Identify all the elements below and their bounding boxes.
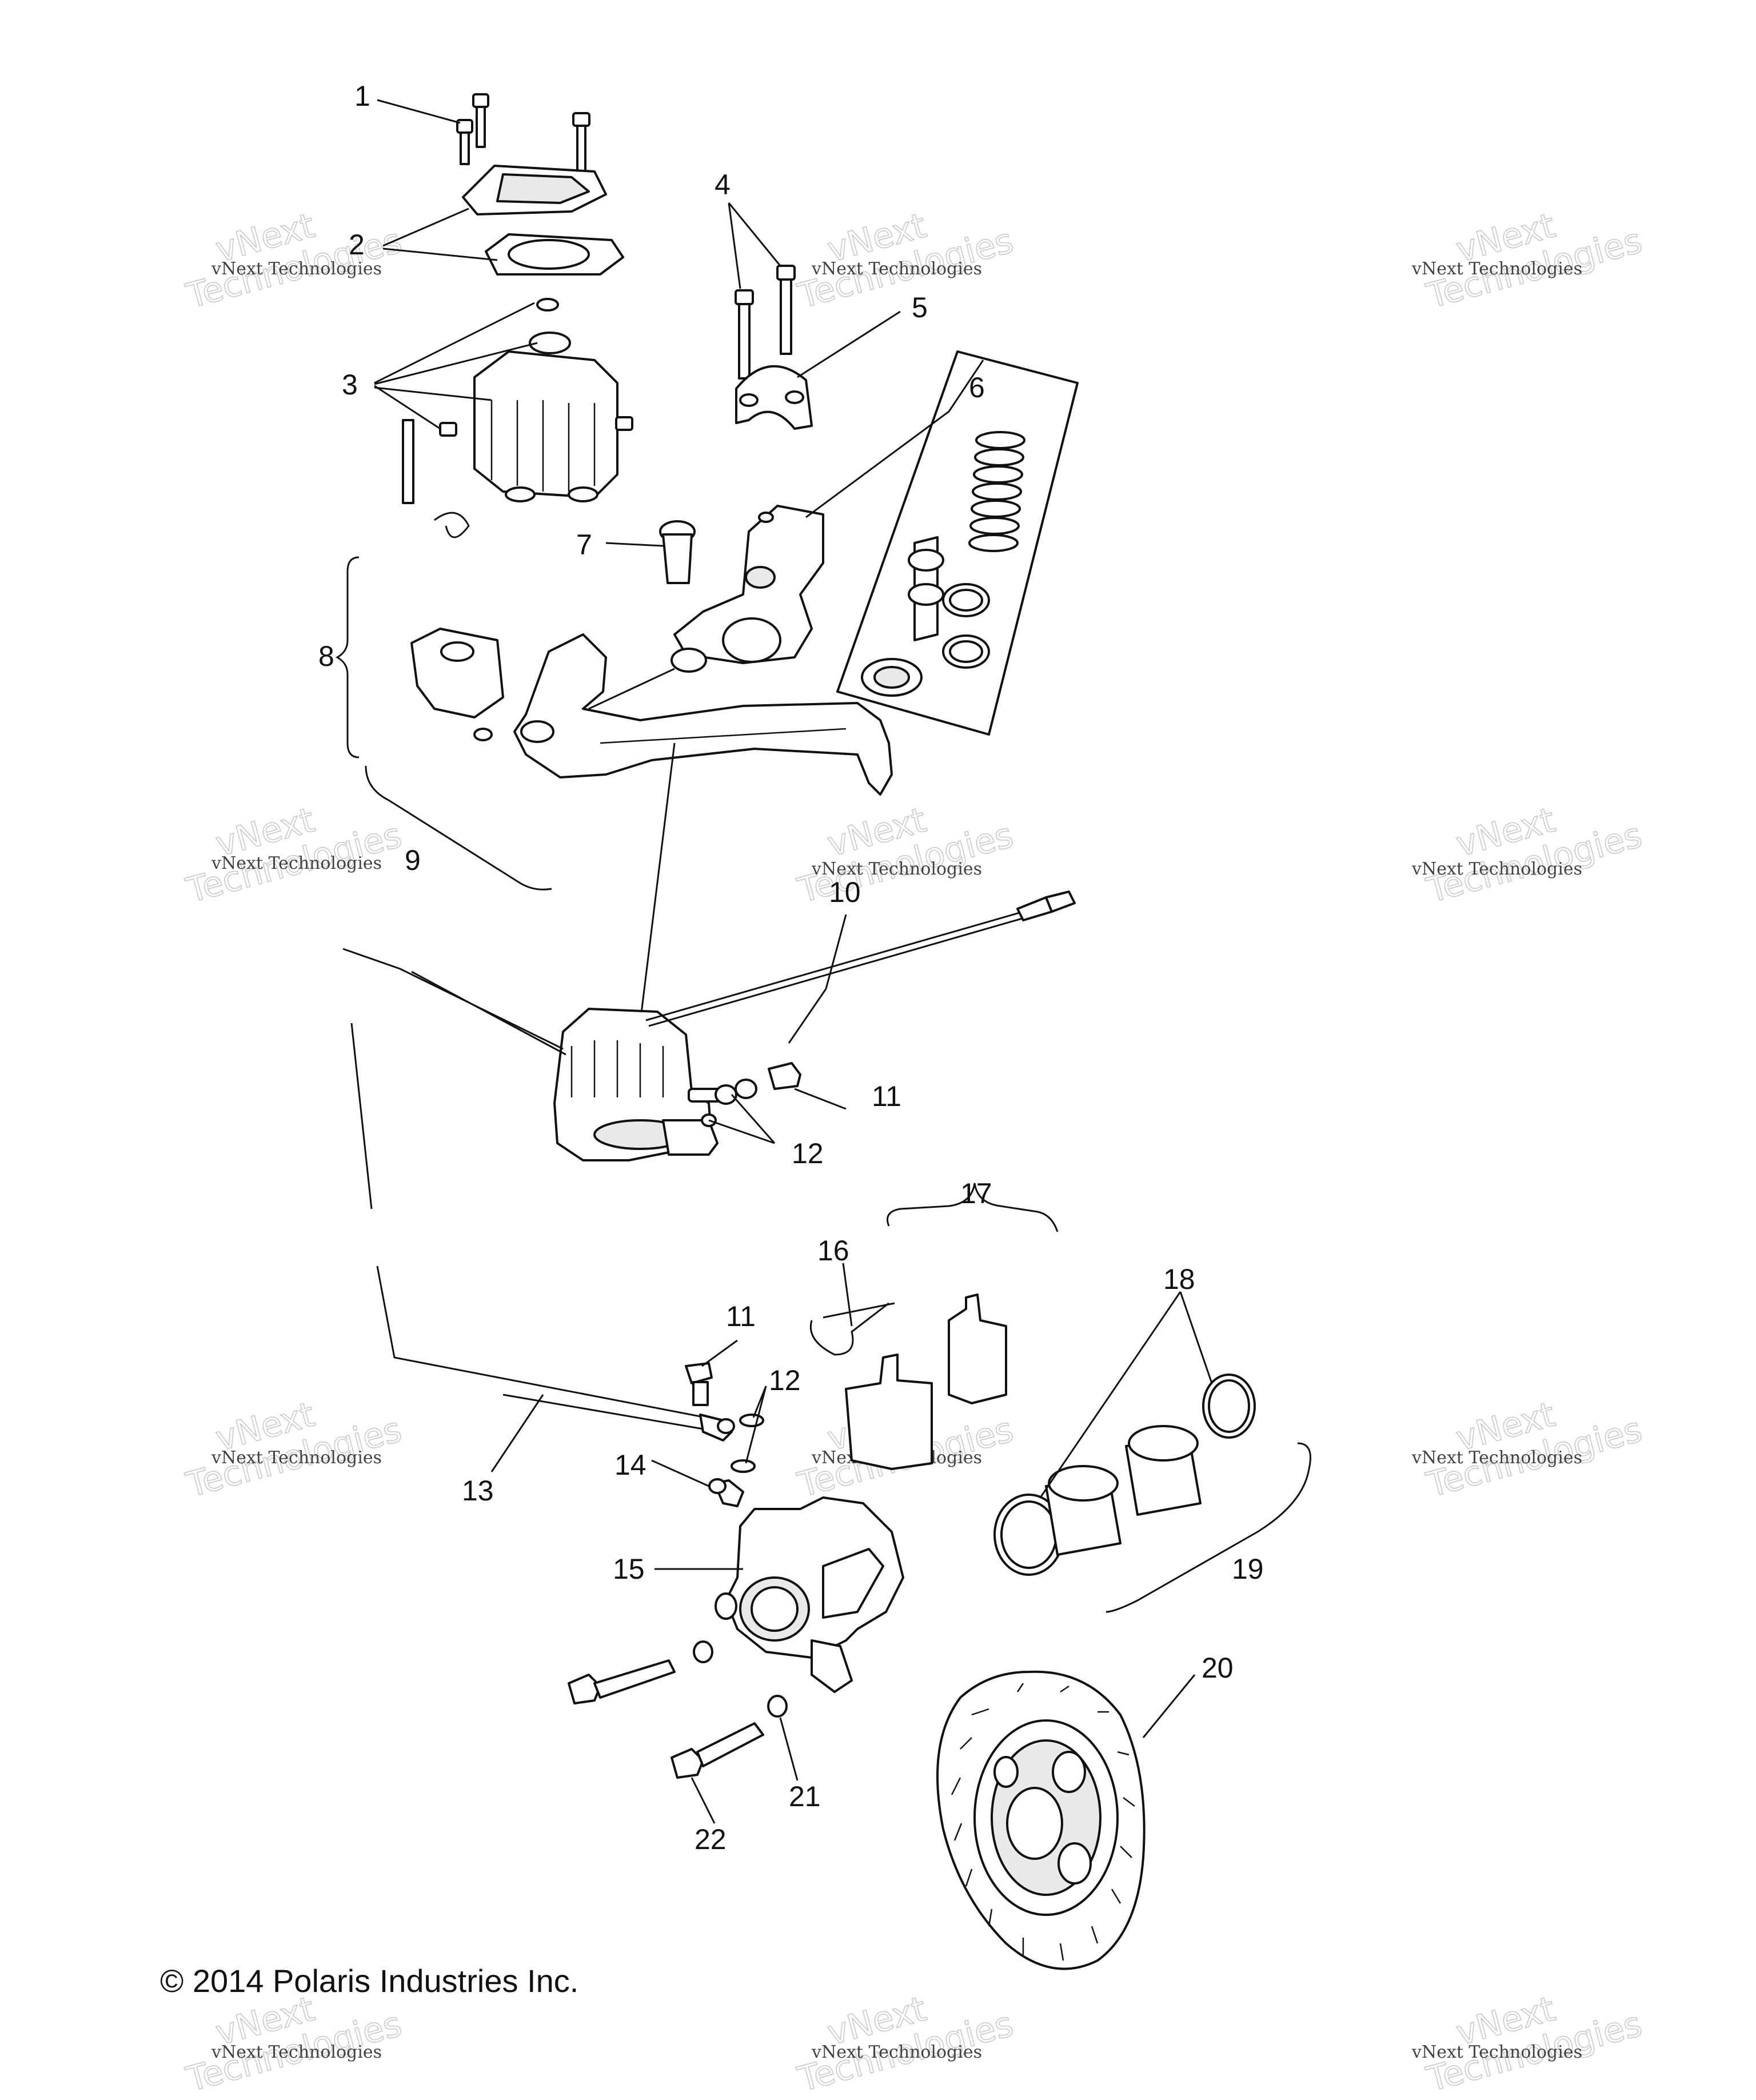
- callout-22: 22: [695, 1823, 727, 1855]
- watermark: vNext Technologies: [1422, 1989, 1647, 2100]
- caliper-bolt-11: [685, 1362, 713, 1406]
- callout-8: 8: [318, 640, 334, 672]
- callout-6: 6: [969, 372, 985, 404]
- reservoir-body: [439, 298, 633, 502]
- watermark: vNext Technologies: [793, 800, 1018, 912]
- leader-lines-bottom: [490, 914, 1213, 1824]
- lever-bracket: [671, 505, 824, 673]
- pivot-bolt: [659, 520, 696, 584]
- caliper-pin: [809, 1302, 889, 1356]
- watermark: vNext Technologies: [182, 1394, 406, 1506]
- callouts: 1 2 3 4 5 6 7 8 9 10 11 12 17 16 11 12 1…: [318, 80, 1264, 1855]
- callout-20: 20: [1202, 1652, 1234, 1684]
- bracket-19: [1106, 1442, 1311, 1613]
- watermark: vNext Technologies: [1422, 1394, 1647, 1506]
- bleeder-valve: [708, 1478, 744, 1507]
- caliper-mount-bolts: [568, 1640, 788, 1779]
- watermark: vNext Technologies: [1422, 800, 1647, 912]
- callout-5: 5: [912, 292, 928, 324]
- callout-13: 13: [462, 1475, 494, 1507]
- watermark-text: vNext Technologies: [211, 259, 382, 279]
- brake-pads: [845, 1293, 1007, 1470]
- watermark-group: vNext Technologies vNext Technologies vN…: [182, 205, 1647, 2100]
- callout-7: 7: [576, 529, 592, 561]
- watermark-text: vNext Technologies: [811, 2042, 982, 2062]
- bracket-9: [365, 765, 552, 891]
- callout-10: 10: [829, 876, 861, 908]
- callout-1: 1: [354, 80, 370, 112]
- callout-3: 3: [342, 369, 358, 401]
- piston-kit: [836, 350, 1079, 736]
- watermark: vNext Technologies: [182, 205, 406, 317]
- callout-14: 14: [614, 1449, 646, 1481]
- caliper-pin-arm: [823, 1302, 895, 1319]
- watermark: vNext Technologies: [793, 1989, 1018, 2100]
- callout-11: 11: [872, 1080, 901, 1112]
- caliper-pistons: [993, 1374, 1256, 1576]
- watermark-text: vNext Technologies: [211, 2042, 382, 2062]
- brake-caliper: [715, 1496, 904, 1693]
- copyright-text: © 2014 Polaris Industries Inc.: [160, 1963, 578, 1999]
- master-cylinder: [553, 1008, 801, 1161]
- callout-17: 17: [960, 1177, 992, 1209]
- washer: [731, 1459, 756, 1473]
- brake-switch: [402, 419, 504, 741]
- watermark-text: vNext Technologies: [1411, 2042, 1582, 2062]
- callout-21: 21: [789, 1780, 821, 1812]
- watermark-text: vNext Technologies: [811, 859, 982, 879]
- brake-rotor: [936, 1670, 1146, 1970]
- watermark-text: vNext Technologies: [1411, 1448, 1582, 1468]
- bracket-8: [335, 556, 360, 758]
- watermark: vNext Technologies: [182, 800, 406, 912]
- brake-line: [342, 948, 735, 1442]
- callout-12b: 12: [769, 1364, 801, 1396]
- brake-lever: [513, 633, 893, 796]
- cover-screws: [456, 93, 590, 173]
- watermark-text: vNext Technologies: [1411, 259, 1582, 279]
- callout-16: 16: [817, 1235, 849, 1267]
- switch-wire: [645, 891, 1076, 1027]
- callout-11b: 11: [726, 1300, 756, 1332]
- callout-4: 4: [715, 169, 731, 201]
- watermark: vNext Technologies: [1422, 205, 1647, 317]
- piston-spring: [968, 431, 1025, 552]
- callout-15: 15: [613, 1553, 645, 1585]
- watermark-text: vNext Technologies: [211, 853, 382, 873]
- callout-9: 9: [405, 844, 421, 876]
- bracket-17: [887, 1183, 1059, 1232]
- watermark-text: vNext Technologies: [811, 259, 982, 279]
- callout-18: 18: [1163, 1263, 1195, 1295]
- callout-2: 2: [349, 229, 365, 261]
- reservoir-cover: [462, 165, 624, 276]
- watermark-text: vNext Technologies: [1411, 859, 1582, 879]
- callout-12: 12: [792, 1137, 824, 1169]
- watermark: vNext Technologies: [793, 205, 1018, 317]
- callout-19: 19: [1232, 1553, 1264, 1585]
- washer: [739, 1414, 764, 1427]
- clamp-assembly: [735, 265, 813, 430]
- watermark-text: vNext Technologies: [211, 1448, 382, 1468]
